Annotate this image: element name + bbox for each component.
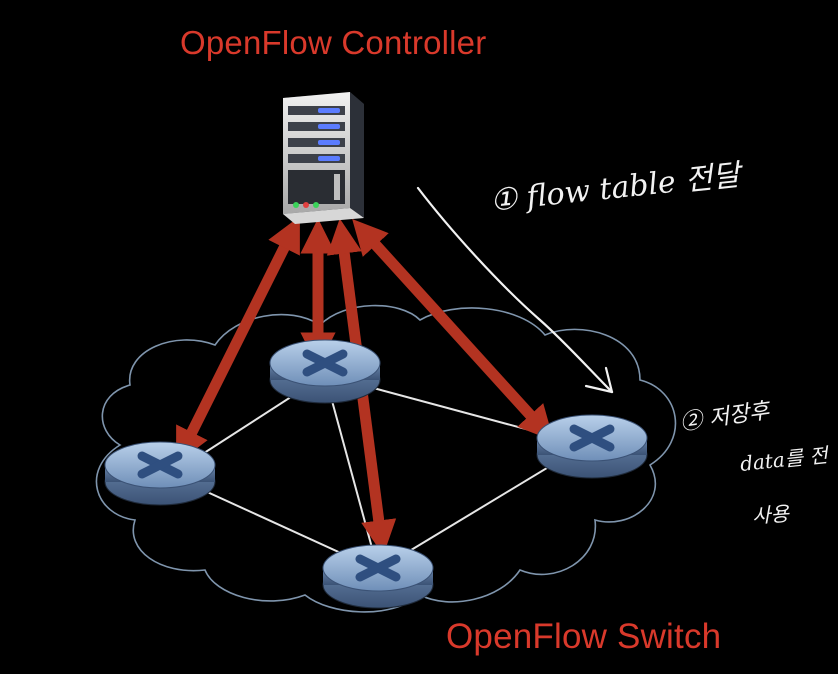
handwritten-arrow xyxy=(416,186,614,394)
router-switch-icon xyxy=(137,451,183,479)
controller-label: OpenFlow Controller xyxy=(180,24,487,61)
arrow-to-right-switch xyxy=(352,218,554,442)
switch-right xyxy=(536,414,648,479)
router-switch-icon xyxy=(355,554,401,582)
server-tower-icon xyxy=(283,92,364,224)
arrow-to-left-switch xyxy=(176,216,300,464)
router-switch-icon xyxy=(302,349,348,377)
handwritten-note-2-line-3: 사용 xyxy=(751,501,790,528)
switch-bottom xyxy=(322,544,434,609)
switch-top xyxy=(269,339,381,404)
router-switch-icon xyxy=(569,424,615,452)
switch-label: OpenFlow Switch xyxy=(446,617,722,656)
switch-left xyxy=(104,441,216,506)
